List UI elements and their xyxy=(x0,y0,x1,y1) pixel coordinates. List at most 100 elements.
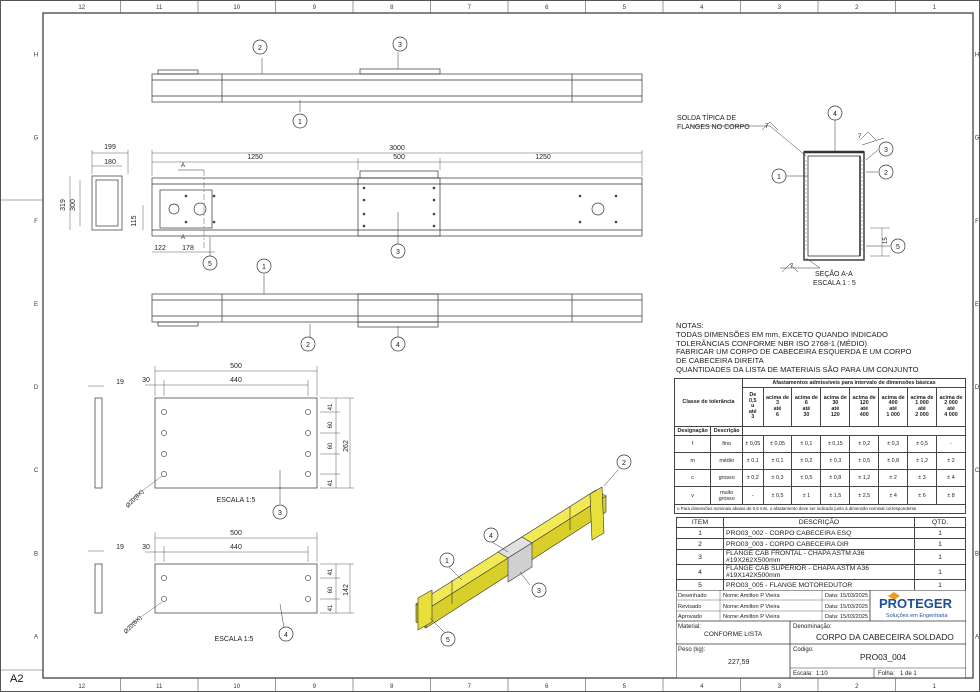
flange-frontal-holes xyxy=(161,409,311,477)
section-labels: SOLDA TÍPICA DE FLANGES NO CORPO 7 7 7 S… xyxy=(677,113,889,287)
title-block: Desenhado Nome: Amilton P Vieira Data: 1… xyxy=(676,590,966,678)
zone-column-label: 7 xyxy=(468,684,472,690)
tolerance-description: fino xyxy=(710,434,743,454)
tolerance-designation: m xyxy=(673,452,712,471)
zone-row-label: F xyxy=(34,219,38,225)
front-view-holes xyxy=(184,186,618,228)
note-line: QUANTIDADES DA LISTA DE MATERIAIS SÃO PA… xyxy=(676,364,919,374)
bom-qty: 1 xyxy=(914,564,966,580)
zone-row-label: G xyxy=(975,136,980,142)
tolerance-value: ± 0,1 xyxy=(791,434,822,454)
svg-text:4: 4 xyxy=(833,111,837,118)
tolerance-value: ± 0,5 xyxy=(791,469,822,488)
tolerance-value: ± 0,2 xyxy=(849,434,880,454)
svg-text:2: 2 xyxy=(306,342,310,349)
svg-text:5: 5 xyxy=(208,261,212,268)
svg-text:60: 60 xyxy=(328,586,334,593)
bottom-view-balloons: 1 2 4 xyxy=(256,258,406,352)
svg-text:15: 15 xyxy=(883,237,889,244)
bottom-view xyxy=(151,274,643,338)
front-view-dims: 3000 1250 500 1250 115 122 178 A A xyxy=(131,145,551,252)
flange-frontal-scale: ESCALA 1:5 xyxy=(217,497,256,504)
code-value: PRO03_004 xyxy=(860,652,906,662)
tolerance-value: ± 2 xyxy=(935,452,967,471)
svg-text:Folha:: Folha: xyxy=(878,671,895,677)
zone-row-label: G xyxy=(34,136,39,142)
tolerance-value: ± 0,05 xyxy=(762,434,793,454)
zone-column-label: 10 xyxy=(233,5,240,11)
note-line: DE CABECEIRA DIREITA xyxy=(676,356,764,366)
svg-text:60: 60 xyxy=(328,442,334,449)
tolerance-value: ± 6 xyxy=(907,486,937,505)
svg-text:1: 1 xyxy=(445,558,449,565)
tolerance-value: ± 0,5 xyxy=(762,486,793,505)
svg-text:1: 1 xyxy=(262,264,266,271)
svg-text:500: 500 xyxy=(230,530,242,537)
tolerance-value: ± 0,2 xyxy=(742,469,764,488)
approval-date: 15/03/2025 xyxy=(840,593,868,599)
approval-date: 15/03/2025 xyxy=(840,614,868,620)
zone-column-label: 11 xyxy=(156,5,163,11)
zone-column-label: 6 xyxy=(545,684,549,690)
section-title: SEÇÃO A-A xyxy=(815,269,853,278)
zone-row-label: H xyxy=(34,53,38,59)
flange-superior-view xyxy=(88,532,354,629)
zone-column-label: 4 xyxy=(700,5,704,11)
svg-text:2: 2 xyxy=(258,45,262,52)
svg-text:Codigo:: Codigo: xyxy=(793,647,814,653)
svg-text:115: 115 xyxy=(131,215,138,226)
svg-text:3: 3 xyxy=(396,249,400,256)
bom-item-header: ITEM xyxy=(676,517,724,528)
approval-role: Desenhado xyxy=(678,593,707,599)
svg-text:1250: 1250 xyxy=(535,154,551,161)
svg-text:4: 4 xyxy=(284,632,288,639)
weld-note-line1: SOLDA TÍPICA DE xyxy=(677,113,736,122)
flange-superior-holes xyxy=(161,575,311,602)
zone-column-label: 11 xyxy=(156,684,163,690)
zone-column-label: 12 xyxy=(78,684,85,690)
bom-item: 4 xyxy=(676,564,724,580)
tolerance-value: ± 8 xyxy=(935,486,967,505)
zone-row-label: D xyxy=(975,385,980,391)
iso-view xyxy=(415,486,607,631)
svg-text:4: 4 xyxy=(489,533,493,540)
tolerance-value: ± 0,3 xyxy=(878,434,909,454)
top-view-balloons: 2 3 1 xyxy=(252,36,408,129)
tolerance-value: ± 4 xyxy=(878,486,909,505)
bom-description: PRO03_005 - FLANGE MOTOREDUTOR xyxy=(723,579,915,591)
zone-column-label: 7 xyxy=(468,5,472,11)
tolerance-value: ± 0,1 xyxy=(762,452,793,471)
bom-description: PRO03_003 - CORPO CABECEIRA DIR xyxy=(723,538,915,550)
zone-column-label: 8 xyxy=(390,5,394,11)
svg-text:19: 19 xyxy=(116,379,124,386)
tolerance-class-header: Classe de tolerância xyxy=(674,378,743,427)
tolerance-value: ± 1 xyxy=(791,486,822,505)
bom-item: 2 xyxy=(676,538,724,550)
tolerance-value: ± 0,5 xyxy=(907,434,937,454)
sheet-value: 1 de 1 xyxy=(900,671,917,677)
designation-header: Designação xyxy=(673,425,712,436)
svg-text:1: 1 xyxy=(777,174,781,181)
bom-qty: 1 xyxy=(914,549,966,565)
top-view xyxy=(151,52,643,112)
svg-text:440: 440 xyxy=(230,544,242,551)
svg-text:1: 1 xyxy=(298,119,302,126)
svg-text:440: 440 xyxy=(230,377,242,384)
tolerance-value: ± 0,8 xyxy=(878,452,909,471)
tolerance-value: ± 3 xyxy=(907,469,937,488)
end-view-dims: 199 180 319 300 xyxy=(60,144,116,211)
svg-text:3: 3 xyxy=(278,510,282,517)
tolerance-table: Classe de tolerância Afastamentos admiss… xyxy=(673,377,967,515)
general-notes: NOTAS: TODAS DIMENSÕES EM mm, EXCETO QUA… xyxy=(676,321,919,375)
